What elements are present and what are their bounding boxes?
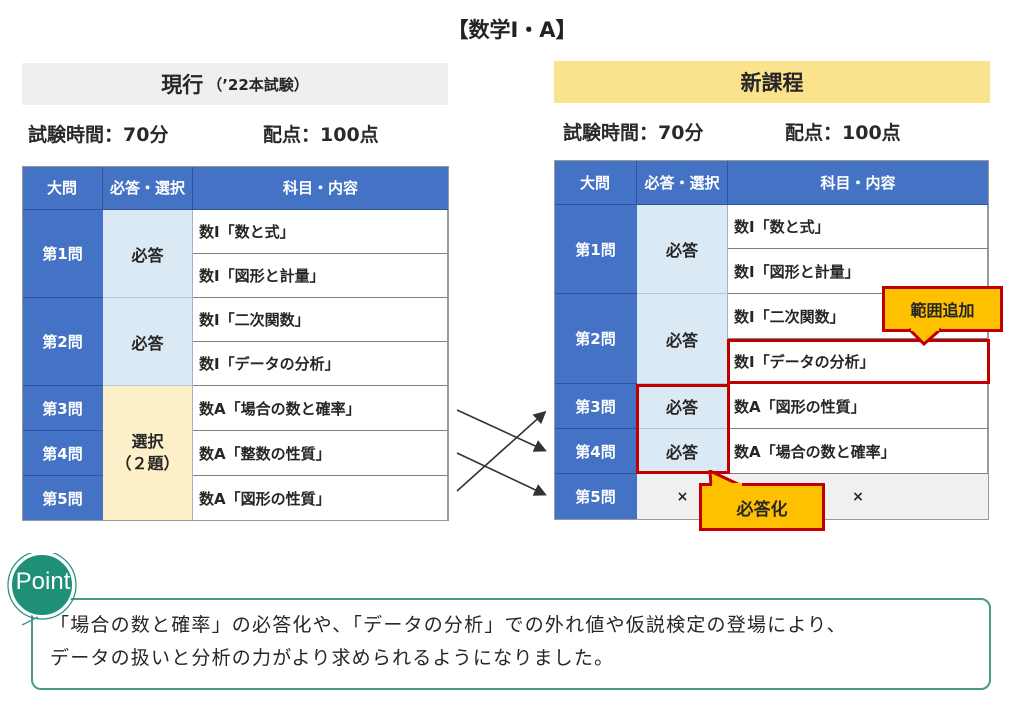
new-exam-time: 試験時間：70分 <box>563 122 704 144</box>
point-badge-icon <box>7 553 77 626</box>
col-header-type: 必答・選択 <box>637 160 728 205</box>
content-cell: 数Ⅰ「データの分析」 <box>728 339 988 384</box>
table-row-q1: 第1問 <box>22 210 103 298</box>
content-cell: 数Ⅰ「数と式」 <box>728 205 988 249</box>
type-required-q2: 必答 <box>103 298 193 386</box>
table-row-q5: 第5問 <box>22 476 103 520</box>
type-required-q1: 必答 <box>637 205 728 294</box>
callout-range-added-label: 範囲追加 <box>910 301 975 320</box>
select-count: （２題） <box>115 454 180 473</box>
callout-pointer-icon <box>908 328 942 346</box>
point-text-line-1: 「場合の数と確率」の必答化や、「データの分析」での外れ値や仮説検定の登場により、 <box>50 614 847 636</box>
type-select-q3-q5: 選択 （２題） <box>103 386 193 520</box>
new-header-label: 新課程 <box>740 71 804 95</box>
content-cell: 数Ⅰ「データの分析」 <box>193 342 448 386</box>
current-section-header: 現行 （’22本試験） <box>22 63 448 105</box>
content-cell: 数A「図形の性質」 <box>193 476 448 520</box>
point-text-line-2: データの扱いと分析の力がより求められるようになりました。 <box>50 647 615 669</box>
col-header-question: 大問 <box>22 166 103 210</box>
content-cell: 数A「整数の性質」 <box>193 431 448 476</box>
current-header-sub: （’22本試験） <box>207 75 309 94</box>
table-row-q2: 第2問 <box>554 294 637 384</box>
point-box <box>31 598 991 690</box>
col-header-type: 必答・選択 <box>103 166 193 210</box>
select-label: 選択 <box>131 432 164 451</box>
page-title: 【数学I・A】 <box>447 18 577 42</box>
current-exam-info: 試験時間：70分 配点：100点 <box>28 120 379 147</box>
current-score: 配点：100点 <box>263 124 379 146</box>
new-section-header: 新課程 <box>554 61 990 103</box>
table-row-q3: 第3問 <box>554 384 637 429</box>
type-required-q3: 必答 <box>637 384 728 429</box>
point-badge-label: Point <box>15 568 71 595</box>
callout-made-required-label: 必答化 <box>736 499 788 520</box>
reorder-arrows-icon <box>456 409 547 496</box>
type-required-q2: 必答 <box>637 294 728 384</box>
col-header-content: 科目・内容 <box>728 160 988 205</box>
content-cell: 数Ⅰ「図形と計量」 <box>193 254 448 298</box>
callout-pointer-icon <box>708 470 742 487</box>
table-row-q2: 第2問 <box>22 298 103 386</box>
col-header-content: 科目・内容 <box>193 166 448 210</box>
type-required-q4: 必答 <box>637 429 728 474</box>
table-row-q4: 第4問 <box>22 431 103 476</box>
col-header-question: 大問 <box>554 160 637 205</box>
current-exam-time: 試験時間：70分 <box>28 124 169 146</box>
current-header-label: 現行 <box>161 73 204 97</box>
callout-range-added: 範囲追加 <box>882 286 1003 332</box>
table-row-q3: 第3問 <box>22 386 103 431</box>
content-cell: 数Ⅰ「数と式」 <box>193 210 448 254</box>
content-cell: 数Ⅰ「二次関数」 <box>193 298 448 342</box>
table-row-q5: 第5問 <box>554 474 637 519</box>
content-cell: 数A「場合の数と確率」 <box>728 429 988 474</box>
callout-made-required: 必答化 <box>699 483 825 531</box>
table-row-q1: 第1問 <box>554 205 637 294</box>
new-score: 配点：100点 <box>785 122 901 144</box>
type-required-q1: 必答 <box>103 210 193 298</box>
table-row-q4: 第4問 <box>554 429 637 474</box>
content-cell: 数A「図形の性質」 <box>728 384 988 429</box>
new-exam-info: 試験時間：70分 配点：100点 <box>563 118 901 145</box>
point-text: 「場合の数と確率」の必答化や、「データの分析」での外れ値や仮説検定の登場により、… <box>50 609 847 675</box>
content-cell: 数A「場合の数と確率」 <box>193 386 448 431</box>
